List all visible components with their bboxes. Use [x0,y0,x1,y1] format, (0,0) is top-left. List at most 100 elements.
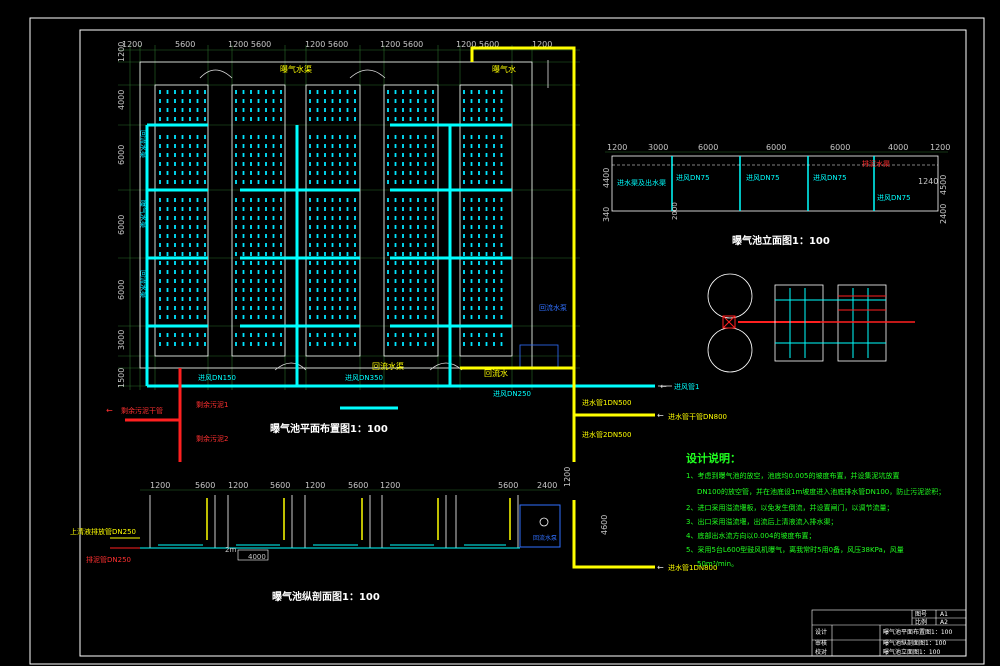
title-block-frame [811,609,967,657]
diffuser-mark [463,243,465,247]
diffuser-mark [196,180,199,184]
diffuser-mark [331,99,334,103]
diffuser-mark [235,252,237,256]
diffuser-mark [402,261,404,265]
diffuser-mark [166,207,169,211]
diffuser-mark [470,333,473,337]
diffuser-mark [331,243,334,247]
diffuser-mark [339,135,341,139]
diffuser-mark [257,252,260,256]
diffuser-mark [272,135,275,139]
diffuser-mark [485,99,488,103]
diffuser-mark [493,279,495,283]
diffuser-mark [324,216,326,220]
diffuser-mark [417,135,419,139]
top-right-label: 曝气水 [492,64,516,74]
diffuser-mark [189,207,191,211]
diffuser-mark [470,216,473,220]
diffuser-mark [257,180,260,184]
diffuser-mark [257,135,260,139]
diffuser-mark [500,198,503,202]
diffuser-mark [309,225,311,229]
diffuser-mark [463,279,465,283]
diffuser-mark [417,216,419,220]
diffuser-mark [354,315,356,319]
diffuser-mark [432,243,434,247]
diffuser-mark [265,198,267,202]
diffuser-mark [409,216,412,220]
diffuser-mark [463,198,465,202]
dim-label: 5600 [195,481,215,490]
diffuser-mark [387,198,389,202]
diffuser-mark [250,108,252,112]
valve-icon [722,315,736,329]
diffuser-mark [196,342,199,346]
diffuser-mark [324,144,326,148]
diffuser-mark [402,144,404,148]
diffuser-mark [402,315,404,319]
diffuser-mark [470,306,473,310]
diffuser-mark [331,90,334,94]
diffuser-mark [235,288,237,292]
diffuser-mark [346,306,349,310]
diffuser-mark [166,306,169,310]
diffuser-mark [235,180,237,184]
diffuser-mark [250,144,252,148]
diffuser-mark [204,342,206,346]
diffuser-mark [493,90,495,94]
diffuser-mark [500,90,503,94]
diffuser-mark [463,207,465,211]
diffuser-mark [394,99,397,103]
diffuser-mark [463,234,465,238]
diffuser-mark [280,99,282,103]
diffuser-mark [432,225,434,229]
diffuser-mark [316,117,319,121]
water-pipe-2-label: 进水管2DN500 [582,430,631,439]
diffuser-mark [324,243,326,247]
diffuser-mark [166,153,169,157]
diffuser-mark [324,162,326,166]
diffuser-mark [354,162,356,166]
diffuser-mark [470,153,473,157]
inner-frame [79,29,967,657]
diffuser-mark [272,216,275,220]
diffuser-mark [181,108,184,112]
diffuser-mark [387,288,389,292]
diffuser-mark [500,225,503,229]
note-line: 3、出口采用溢流堰，出流后上清液流入排水渠； [686,517,837,526]
diffuser-mark [331,270,334,274]
diffuser-mark [196,216,199,220]
diffuser-mark [250,270,252,274]
diffuser-mark [265,207,267,211]
diffuser-mark [316,243,319,247]
diffuser-mark [272,288,275,292]
diffuser-mark [478,162,480,166]
diffuser-mark [470,90,473,94]
diffuser-mark [500,297,503,301]
diffuser-mark [280,153,282,157]
air-pipe-left-label: 进风DN150 [198,374,236,382]
dim-label: 1200 [930,143,950,152]
diffuser-mark [394,225,397,229]
dim-label: 6000 [117,280,126,300]
diffuser-mark [204,243,206,247]
sludge-main-label: 剩余污泥干管 [121,406,163,415]
diffuser-mark [324,171,326,175]
diffuser-mark [204,333,206,337]
diffuser-mark [470,135,473,139]
diffuser-mark [204,99,206,103]
diffuser-mark [500,108,503,112]
diffuser-mark [470,108,473,112]
diffuser-mark [324,135,326,139]
diffuser-mark [409,333,412,337]
diffuser-mark [493,306,495,310]
diffuser-mark [265,135,267,139]
diffuser-mark [463,153,465,157]
diffuser-mark [417,225,419,229]
dim-label: 5600 [348,481,368,490]
diffuser-mark [250,180,252,184]
diffuser-mark [204,225,206,229]
diffuser-mark [174,108,176,112]
diffuser-mark [402,297,404,301]
pump-icon [539,517,549,527]
